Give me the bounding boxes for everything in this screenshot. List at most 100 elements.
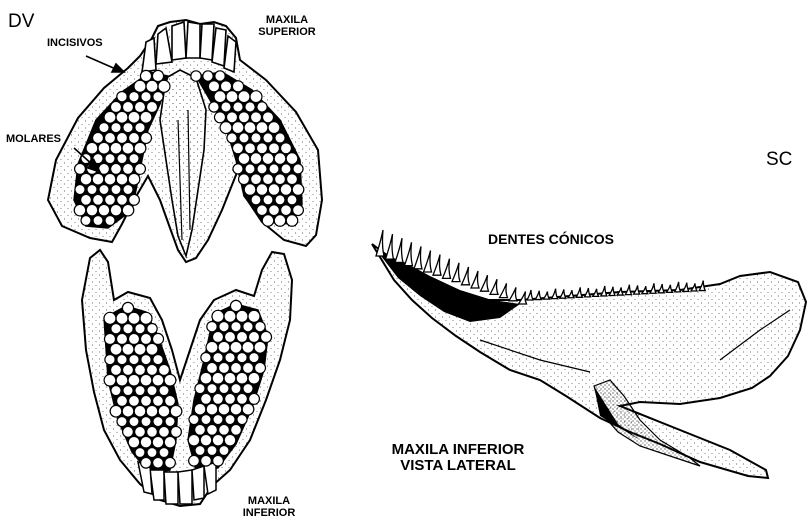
molar-tooth: [254, 341, 266, 353]
molar-tooth: [207, 424, 218, 435]
molar-tooth: [117, 416, 127, 426]
molar-tooth: [135, 323, 145, 333]
molar-tooth: [135, 426, 146, 437]
molar-tooth: [269, 164, 279, 174]
molar-tooth: [262, 112, 273, 123]
molar-tooth: [159, 426, 170, 437]
molar-tooth: [141, 395, 152, 406]
molar-tooth: [128, 312, 140, 324]
molar-tooth: [129, 416, 139, 426]
molar-tooth: [105, 194, 116, 205]
molar-tooth: [123, 184, 133, 194]
molar-tooth: [128, 374, 140, 386]
molar-tooth: [116, 333, 127, 344]
conical-tooth: [433, 255, 441, 276]
molar-tooth: [117, 91, 127, 101]
label-maxila-superior: MAXILA SUPERIOR: [250, 15, 324, 38]
molar-tooth: [164, 436, 176, 448]
molar-tooth: [128, 173, 140, 185]
conical-tooth: [625, 285, 631, 295]
molar-tooth: [213, 414, 223, 424]
conical-tooth: [462, 267, 470, 285]
molar-tooth: [220, 81, 231, 92]
molar-tooth: [237, 393, 248, 404]
molar-tooth: [110, 343, 122, 355]
molar-tooth: [213, 393, 224, 404]
conical-tooth: [386, 234, 394, 259]
molar-tooth: [191, 71, 201, 81]
molar-tooth: [224, 331, 235, 342]
molar-tooth: [255, 321, 265, 331]
molar-tooth: [104, 333, 115, 344]
molar-tooth: [200, 372, 212, 384]
molar-tooth: [219, 321, 229, 331]
molar-tooth: [86, 142, 98, 154]
molar-tooth: [165, 395, 176, 406]
molar-tooth: [165, 416, 175, 426]
molar-tooth: [257, 164, 267, 174]
molar-tooth: [218, 341, 230, 353]
molar-tooth: [207, 446, 217, 456]
molar-tooth: [243, 383, 253, 393]
molar-tooth: [81, 194, 92, 205]
molar-tooth: [93, 216, 103, 226]
molar-tooth: [243, 321, 253, 331]
molar-tooth: [189, 455, 200, 466]
molar-tooth: [214, 112, 225, 123]
molar-tooth: [201, 455, 212, 466]
conical-tooth: [658, 284, 664, 293]
molar-tooth: [152, 333, 163, 344]
molar-tooth: [244, 184, 256, 196]
molar-tooth: [141, 354, 151, 364]
molar-tooth: [231, 383, 241, 393]
molar-tooth: [158, 364, 169, 375]
conical-tooth: [535, 291, 541, 300]
conical-tooth: [527, 290, 533, 300]
molar-tooth: [236, 372, 248, 384]
molar-tooth: [104, 132, 115, 143]
molar-tooth: [123, 163, 134, 174]
molar-tooth: [129, 354, 139, 364]
conical-tooth: [634, 285, 640, 294]
molar-tooth: [206, 403, 218, 415]
conical-tooth: [568, 290, 574, 298]
molar-tooth: [116, 132, 127, 143]
molar-tooth: [81, 216, 91, 226]
molar-tooth: [104, 312, 116, 324]
molar-tooth: [134, 405, 146, 417]
molar-tooth: [110, 204, 122, 216]
conical-tooth: [552, 289, 558, 299]
molar-tooth: [281, 164, 291, 174]
molar-tooth: [269, 143, 280, 154]
molar-tooth: [263, 195, 273, 205]
conical-tooth: [609, 287, 615, 296]
molar-tooth: [280, 184, 292, 196]
molar-tooth: [123, 122, 133, 132]
molar-tooth: [212, 310, 224, 322]
molar-tooth: [236, 331, 247, 342]
molar-tooth: [111, 122, 121, 132]
molar-tooth: [122, 101, 133, 112]
molar-tooth: [257, 143, 268, 154]
molar-tooth: [159, 448, 169, 458]
molar-tooth: [153, 395, 164, 406]
molar-tooth: [110, 405, 122, 417]
conical-tooth: [576, 287, 582, 297]
molar-tooth: [141, 416, 151, 426]
molar-tooth: [141, 91, 151, 101]
panel-tag-dv: DV: [8, 12, 34, 32]
label-maxila-inferior: MAXILA INFERIOR: [234, 496, 304, 519]
molar-tooth: [230, 300, 241, 311]
molar-tooth: [248, 331, 259, 342]
molar-tooth: [170, 405, 182, 417]
molar-tooth: [224, 372, 236, 384]
label-dentes-conicos: DENTES CÓNICOS: [488, 232, 614, 247]
molar-tooth: [146, 364, 157, 375]
molar-tooth: [260, 331, 271, 342]
molar-tooth: [230, 403, 242, 415]
molar-tooth: [224, 310, 236, 322]
molar-tooth: [218, 362, 229, 373]
molar-tooth: [274, 153, 286, 165]
molar-tooth: [117, 194, 128, 205]
molar-tooth: [248, 310, 260, 322]
